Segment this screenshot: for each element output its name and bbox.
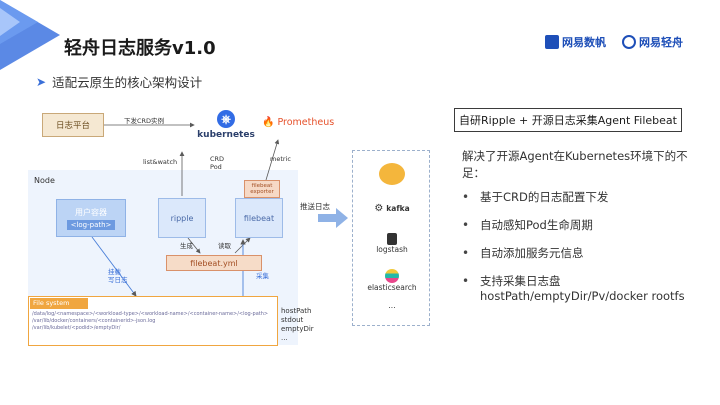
node-label: Node (34, 176, 55, 185)
logo-netease-shufan: 网易数帆 (540, 32, 611, 52)
user-container-label: 用户容器 (75, 207, 107, 217)
filebeat-box: filebeat (235, 198, 283, 238)
path-type: hostPath (281, 307, 312, 315)
collect-label: 采集 (256, 272, 269, 280)
destinations-box: ⚙ kafka logstash elasticsearch ... (352, 150, 430, 326)
path-type: emptyDir (281, 325, 314, 333)
filebeat-exporter-box: filebeat exporter (244, 180, 280, 198)
path-types: hostPath stdout emptyDir ... (281, 307, 314, 343)
kafka-label: kafka (386, 204, 410, 213)
file-system-paths: /data/log/<namespace>/<workload-type>/<w… (32, 311, 268, 332)
fs-path-line: /var/lib/kubelet/<podid>/emptyDir/ (32, 325, 121, 331)
destination-logstash: logstash (353, 233, 431, 254)
prometheus-flame-icon: 🔥 (262, 117, 275, 128)
list-watch-label: list&watch (143, 158, 178, 166)
elasticsearch-label: elasticsearch (367, 283, 417, 292)
list-item: 自动感知Pod生命周期 (462, 218, 712, 233)
list-item: 支持采集日志盘 hostPath/emptyDir/Pv/docker root… (462, 274, 712, 304)
destination-more: ... (388, 301, 396, 310)
corner-decoration (0, 0, 60, 70)
push-arrow-icon (318, 208, 348, 228)
panel-intro: 解决了开源Agent在Kubernetes环境下的不足： (462, 149, 688, 180)
file-system-title: File system (30, 298, 88, 309)
crd-pod-label: CRD Pod (210, 155, 225, 171)
slide-title: 轻舟日志服务v1.0 (64, 38, 216, 59)
shufan-logo-icon (545, 35, 559, 49)
list-item: 自动添加服务元信息 (462, 246, 712, 261)
log-path-tag: <log-path> (66, 219, 116, 230)
kafka-icon: ⚙ (374, 203, 384, 214)
logo-netease-qingzhou: 网易轻舟 (617, 32, 688, 52)
destination-kafka: ⚙ kafka (353, 203, 431, 214)
elasticsearch-icon (385, 269, 399, 283)
fs-path-line: /var/lib/docker/containers/<containerid>… (32, 318, 156, 324)
crd-instance-label: 下发CRD实例 (124, 117, 165, 125)
mount-label: 挂载 写日志 (108, 268, 128, 284)
push-logs-label: 推送日志 (300, 202, 330, 211)
path-type: ... (281, 334, 288, 342)
prometheus-text: Prometheus (277, 117, 335, 128)
logstash-icon (387, 233, 397, 245)
read-label: 读取 (218, 242, 231, 250)
filebeat-yml-box: filebeat.yml (166, 255, 262, 271)
prometheus-logo: 🔥 Prometheus (262, 117, 334, 128)
logo-right-text: 网易轻舟 (639, 36, 683, 49)
log-tool-icon (379, 163, 405, 185)
destination-elasticsearch: elasticsearch (353, 269, 431, 292)
generate-label: 生成 (180, 242, 193, 250)
logo-left-text: 网易数帆 (562, 36, 606, 49)
user-container-box: 用户容器 <log-path> (56, 199, 126, 237)
subtitle: ➤ 适配云原生的核心架构设计 (36, 72, 202, 91)
subtitle-text: 适配云原生的核心架构设计 (52, 75, 203, 90)
logstash-label: logstash (376, 245, 408, 254)
architecture-diagram: Node 日志平台 下发CRD实例 ⎈ kubernetes 🔥 Prometh… (0, 100, 440, 350)
destination-logo-top (353, 163, 431, 185)
metric-label: metric (270, 155, 291, 163)
list-item: 基于CRD的日志配置下发 (462, 190, 712, 205)
kubernetes-text: kubernetes (197, 130, 255, 140)
qingzhou-logo-icon (622, 35, 636, 49)
brand-logos: 网易数帆 网易轻舟 (540, 32, 688, 52)
kubernetes-wheel-icon: ⎈ (217, 110, 235, 128)
kubernetes-logo: ⎈ kubernetes (196, 110, 256, 140)
log-platform-box: 日志平台 (42, 113, 104, 137)
arrow-bullet-icon: ➤ (36, 74, 47, 89)
panel-heading: 自研Ripple + 开源日志采集Agent Filebeat (454, 108, 682, 132)
fs-path-line: /data/log/<namespace>/<workload-type>/<w… (32, 311, 269, 317)
feature-list: 基于CRD的日志配置下发 自动感知Pod生命周期 自动添加服务元信息 支持采集日… (462, 190, 712, 317)
path-type: stdout (281, 316, 304, 324)
ripple-box: ripple (158, 198, 206, 238)
